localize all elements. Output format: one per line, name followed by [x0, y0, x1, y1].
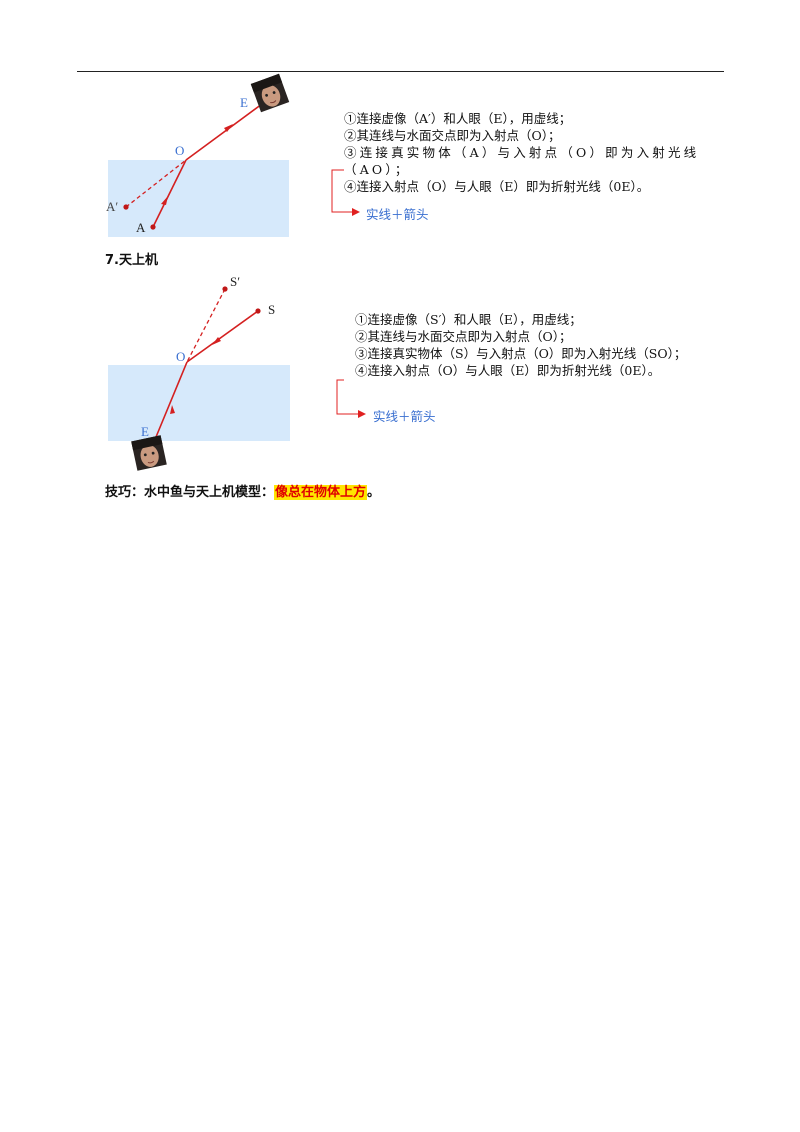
step-2: ②其连线与水面交点即为入射点（O）； [355, 329, 572, 344]
label-real: S [268, 302, 275, 317]
label-incidence: O [175, 143, 184, 158]
refracted-ray [185, 103, 263, 161]
tip-line: 技巧：水中鱼与天上机模型：像总在物体上方。 [105, 481, 380, 500]
water-region [108, 365, 290, 441]
figure2-steps: ①连接虚像（S′）和人眼（E），用虚线； ②其连线与水面交点即为入射点（O）； … [355, 311, 735, 379]
label-real: A [136, 220, 146, 235]
section-title: 7.天上机 [105, 253, 158, 268]
step-2: ②其连线与水面交点即为入射点（O）； [344, 128, 561, 143]
refracted-ray-arrow [170, 405, 175, 414]
water-region [108, 160, 289, 237]
step-1: ①连接虚像（A′）和人眼（E），用虚线； [344, 111, 572, 126]
bracket-arrow [352, 208, 360, 216]
virtual-ray-dashed [186, 288, 226, 363]
eye-face-image [131, 435, 167, 471]
figure1-steps: ①连接虚像（A′）和人眼（E），用虚线； ②其连线与水面交点即为入射点（O）； … [344, 110, 732, 195]
step-3: ③连接真实物体（A）与入射点（O）即为入射光线（AO）； [344, 145, 700, 177]
label-virtual: S′ [230, 274, 240, 289]
label-virtual: A′ [106, 199, 118, 214]
refracted-ray [155, 361, 188, 438]
label-incidence: O [176, 349, 185, 364]
incident-ray-arrow [161, 196, 168, 205]
tip-prefix: 技巧：水中鱼与天上机模型： [105, 485, 275, 500]
virtual-ray-dashed [125, 159, 187, 208]
point-real [150, 224, 156, 230]
tip-suffix: 。 [367, 485, 381, 500]
point-virtual [123, 204, 129, 210]
bracket-arrow [358, 410, 366, 418]
refracted-ray-arrow [224, 124, 233, 132]
header-rule [77, 71, 724, 72]
bracket-label-1: 实线＋箭头 [366, 207, 429, 222]
step-3: ③连接真实物体（S）与入射点（O）即为入射光线（SO）； [355, 346, 687, 361]
eye-face-image [250, 73, 290, 113]
bracket-label-2: 实线＋箭头 [373, 409, 436, 424]
incident-ray-arrow [212, 337, 221, 345]
step-4: ④连接入射点（O）与人眼（E）即为折射光线（0E）。 [355, 363, 661, 378]
label-eye: E [141, 424, 149, 439]
step-4: ④连接入射点（O）与人眼（E）即为折射光线（0E）。 [344, 179, 650, 194]
label-eye: E [240, 95, 248, 110]
bracket-line [331, 169, 352, 213]
point-real [255, 308, 261, 314]
tip-highlight: 像总在物体上方 [274, 485, 368, 500]
point-virtual [222, 286, 228, 292]
figure-fish-diagram: E O A′ A [106, 73, 360, 237]
figure-plane-diagram: S′ S O E [108, 274, 366, 471]
step-1: ①连接虚像（S′）和人眼（E），用虚线； [355, 312, 582, 327]
incident-ray [186, 310, 259, 363]
incident-ray [152, 159, 187, 228]
bracket-line [336, 379, 358, 415]
